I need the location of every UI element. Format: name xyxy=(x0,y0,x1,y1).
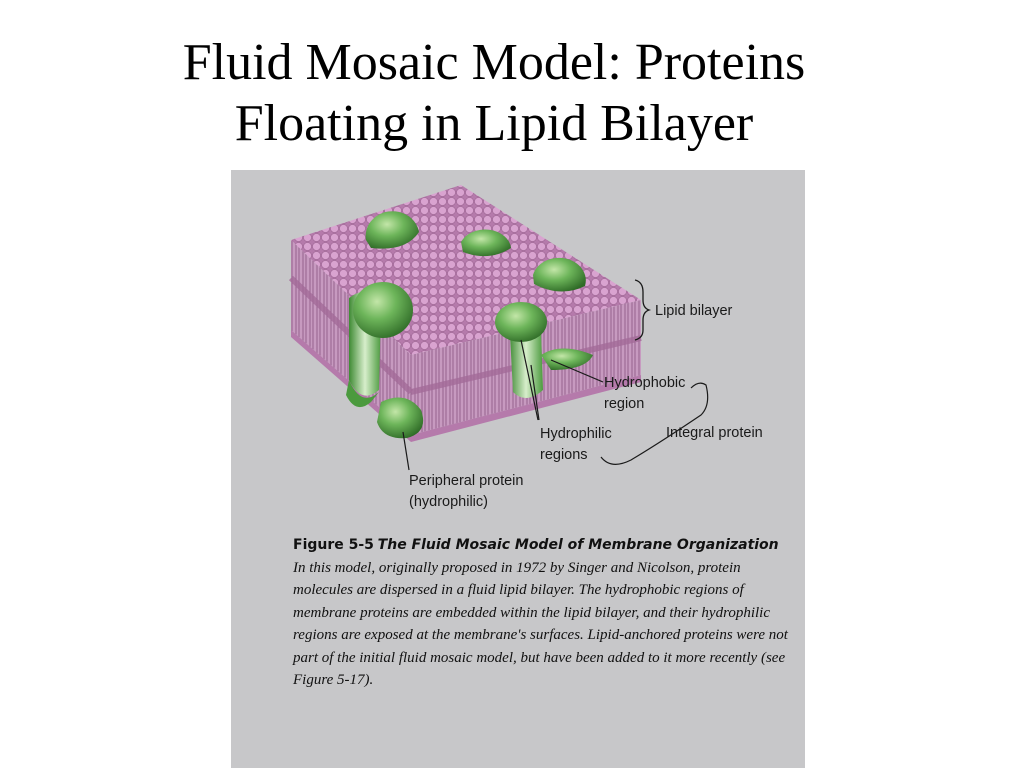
label-peripheral-1: Peripheral protein xyxy=(409,473,523,489)
label-peripheral-2: (hydrophilic) xyxy=(409,494,488,510)
leader-lines xyxy=(402,339,709,471)
figure-number: Figure 5-5 xyxy=(293,537,374,553)
label-hydrophobic-2: region xyxy=(604,396,644,412)
figure-panel: Lipid bilayer Hydrophobic region Integra… xyxy=(231,170,805,768)
figure-title: The Fluid Mosaic Model of Membrane Organ… xyxy=(377,537,779,553)
label-integral-protein: Integral protein xyxy=(666,425,763,441)
slide-title: Fluid Mosaic Model: Proteins Floating in… xyxy=(0,32,988,154)
label-hydrophilic-2: regions xyxy=(540,447,588,463)
label-hydrophobic-1: Hydrophobic xyxy=(604,375,685,391)
title-line-2: Floating in Lipid Bilayer xyxy=(234,95,754,152)
lipid-bilayer-bracket xyxy=(634,279,652,341)
label-hydrophilic-1: Hydrophilic xyxy=(540,426,612,442)
label-lipid-bilayer: Lipid bilayer xyxy=(655,303,733,319)
membrane-illustration: Lipid bilayer Hydrophobic region Integra… xyxy=(288,185,763,510)
peripheral-protein xyxy=(377,397,424,439)
integral-protein-right xyxy=(495,302,593,399)
integral-protein-left xyxy=(346,282,413,408)
surface-proteins xyxy=(365,211,586,292)
lipid-bilayer xyxy=(288,185,642,442)
title-line-1: Fluid Mosaic Model: Proteins xyxy=(182,34,806,91)
figure-caption: Figure 5-5 The Fluid Mosaic Model of Mem… xyxy=(293,534,793,692)
figure-caption-body: In this model, originally proposed in 19… xyxy=(293,559,788,689)
